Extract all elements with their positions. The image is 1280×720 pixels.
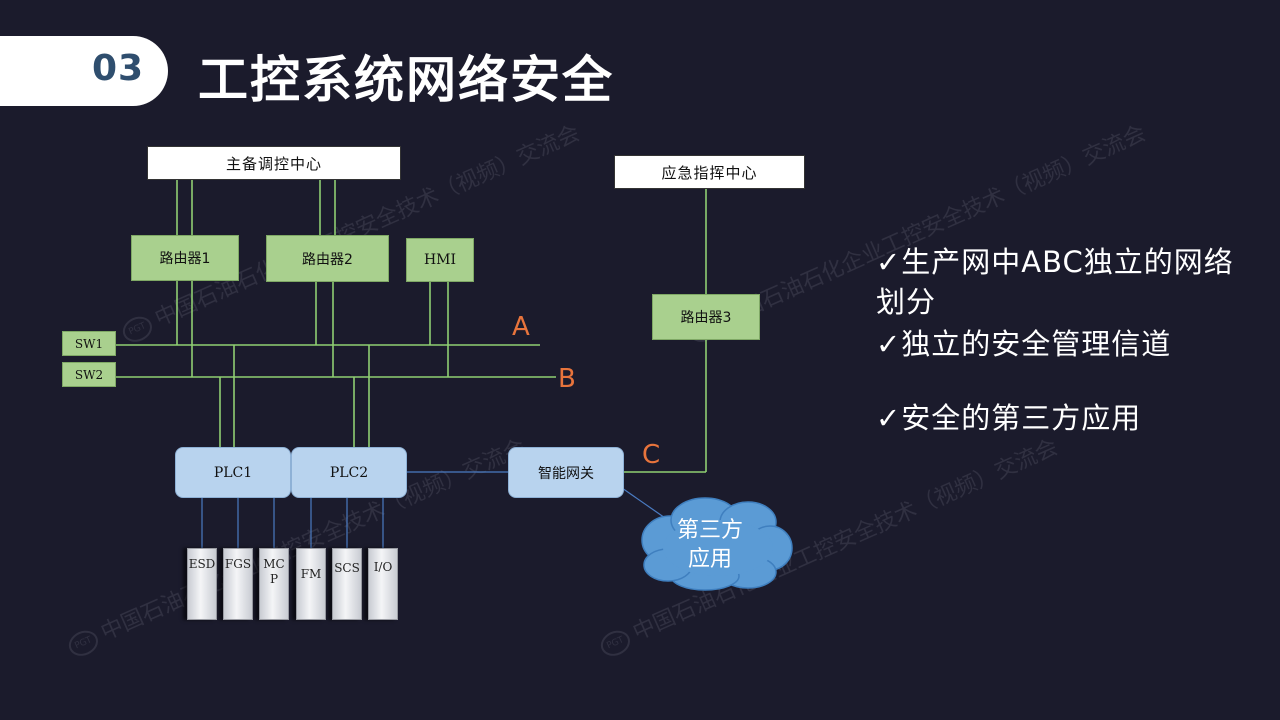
bullet-network-partition: ✓生产网中ABC独立的网络划分	[876, 245, 1234, 319]
cloud-icon	[641, 497, 793, 591]
smart-gateway: 智能网关	[508, 447, 624, 498]
io-card-scs: SCS	[332, 548, 362, 620]
bullet-security-channel: ✓独立的安全管理信道	[876, 327, 1172, 361]
io-card-fm: FM	[296, 548, 326, 620]
section-number-badge	[0, 36, 168, 106]
network-label-c: C	[642, 440, 661, 470]
network-label-b: B	[558, 364, 576, 394]
switch-1: SW1	[62, 331, 116, 356]
switch-2: SW2	[62, 362, 116, 387]
io-card-esd: ESD	[187, 548, 217, 620]
section-number: 03	[92, 48, 145, 89]
third-party-cloud-label: 第三方 应用	[654, 516, 766, 574]
router-1: 路由器1	[131, 235, 239, 281]
plc-1: PLC1	[175, 447, 291, 498]
main-control-center: 主备调控中心	[147, 146, 401, 180]
bullet-third-party-app: ✓安全的第三方应用	[876, 401, 1142, 435]
emergency-command-center: 应急指挥中心	[614, 155, 805, 189]
io-card-io: I/O	[368, 548, 398, 620]
network-label-a: A	[512, 312, 530, 342]
io-card-mcp: MCP	[259, 548, 289, 620]
io-card-fgs: FGS	[223, 548, 253, 620]
cloud-label-line1: 第三方	[676, 518, 743, 543]
router-3: 路由器3	[652, 294, 760, 340]
link-line	[621, 487, 669, 521]
page-title: 工控系统网络安全	[198, 51, 614, 109]
plc-2: PLC2	[291, 447, 407, 498]
hmi: HMI	[406, 238, 474, 282]
router-2: 路由器2	[266, 235, 389, 282]
cloud-label-line2: 应用	[687, 547, 732, 572]
